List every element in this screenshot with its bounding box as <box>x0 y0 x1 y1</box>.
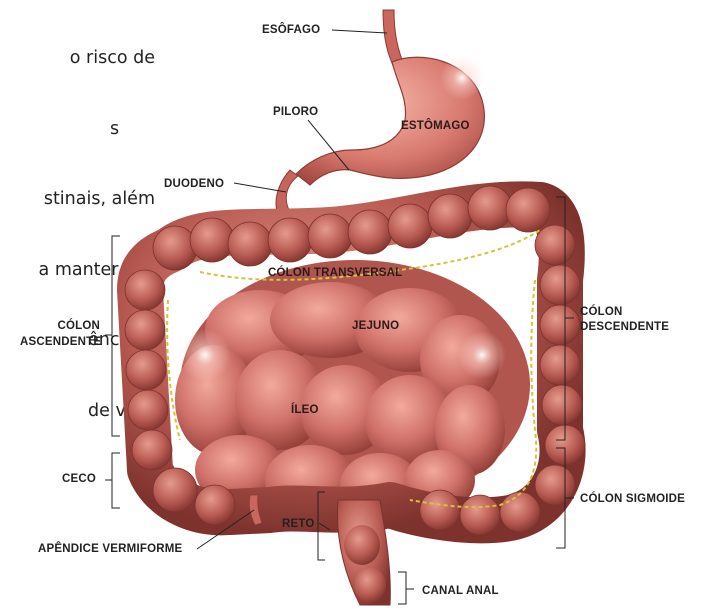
label-jejuno: JEJUNO <box>352 320 399 332</box>
label-piloro: PILORO <box>273 106 318 118</box>
label-apendice: APÊNDICE VERMIFORME <box>38 543 182 555</box>
label-colon-ascendente-1: CÓLON <box>40 320 100 332</box>
label-estomago: ESTÔMAGO <box>401 120 470 132</box>
label-canal-anal: CANAL ANAL <box>422 585 499 597</box>
label-reto: RETO <box>282 518 315 530</box>
label-colon-descendente-2: DESCENDENTE <box>580 321 669 333</box>
label-colon-ascendente-2: ASCENDENTE <box>20 336 100 348</box>
small-intestine-shape <box>175 260 530 517</box>
label-duodeno: DUODENO <box>164 178 224 190</box>
label-ileo: ÍLEO <box>291 404 319 416</box>
label-colon-transversal: CÓLON TRANSVERSAL <box>268 267 402 279</box>
label-ceco: CECO <box>62 473 96 485</box>
label-colon-sigmoide: CÓLON SIGMOIDE <box>580 493 685 505</box>
label-esofago: ESÔFAGO <box>262 24 320 36</box>
label-colon-descendente-1: CÓLON <box>580 306 623 318</box>
rectum-shape <box>337 500 390 605</box>
